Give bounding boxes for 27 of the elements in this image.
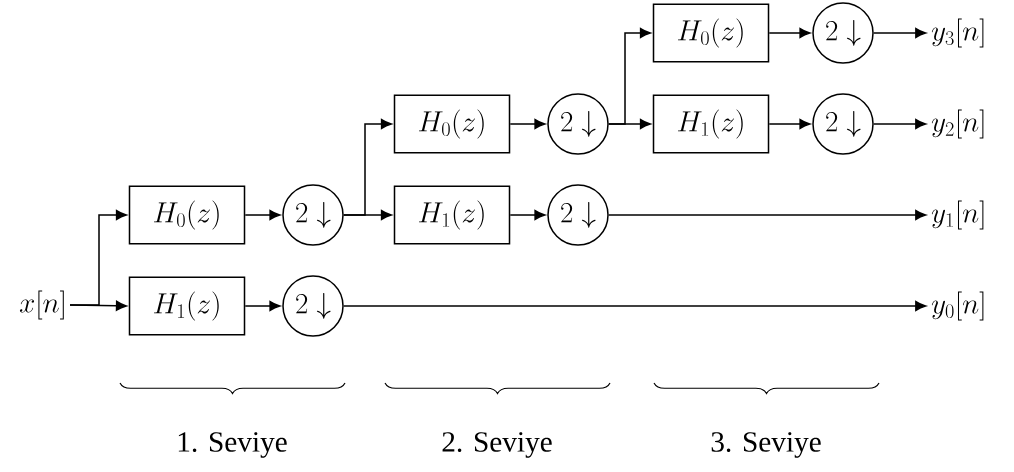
filter-box: $H_1(z)$ xyxy=(652,94,770,154)
arrow xyxy=(608,209,927,221)
filter-box: $H_0(z)$ xyxy=(652,3,770,63)
output-signal-label: $y_1[n]$ xyxy=(931,200,984,230)
level-label: 3. Seviye xyxy=(711,432,821,458)
arrow xyxy=(343,209,392,221)
arrow xyxy=(873,27,927,39)
arrow xyxy=(343,300,927,312)
arrow xyxy=(244,209,281,221)
arrow xyxy=(244,300,281,312)
arrow xyxy=(608,118,651,130)
arrow xyxy=(873,118,927,130)
arrow xyxy=(69,300,127,311)
level-label: 2. Seviye xyxy=(442,432,552,458)
output-signal-label: $y_2[n]$ xyxy=(931,109,984,139)
level-label: 1. Seviye xyxy=(178,432,287,458)
arrow xyxy=(768,118,811,130)
arrow xyxy=(509,118,546,130)
output-signal-label: $y_0[n]$ xyxy=(931,291,984,321)
arrow xyxy=(509,209,546,221)
filter-box: $H_0(z)$ xyxy=(128,185,246,245)
filter-box: $H_1(z)$ xyxy=(393,185,511,245)
filter-box: $H_1(z)$ xyxy=(128,276,246,336)
output-signal-label: $y_3[n]$ xyxy=(931,18,984,48)
input-signal-label: $x[n]$ xyxy=(19,290,64,320)
arrow xyxy=(768,27,811,39)
filter-box: $H_0(z)$ xyxy=(393,94,511,154)
